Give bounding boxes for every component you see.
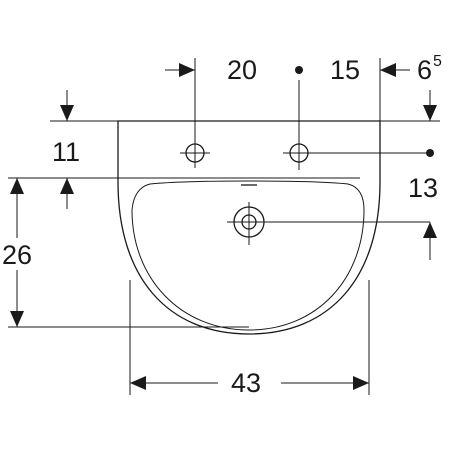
basin-outer-outline: [117, 120, 381, 335]
dim-label-26: 26: [2, 240, 32, 270]
dim-overall-width: 43: [130, 368, 369, 398]
dim-rim-to-drain: 13: [408, 90, 438, 260]
tap-hole-right: [283, 80, 430, 170]
basin-inner-bowl: [131, 180, 365, 331]
tap-hole-left: [180, 135, 210, 168]
drain-hole: [227, 202, 430, 245]
dim-label-13: 13: [408, 173, 438, 203]
dim-tap-spacing: 20: [165, 55, 257, 85]
dim-overflow-offset: 15: [295, 55, 360, 85]
dim-label-15: 15: [330, 55, 360, 85]
dim-label-20: 20: [227, 55, 257, 85]
dim-bowl-depth: 26: [0, 178, 42, 327]
dim-label-11: 11: [52, 137, 80, 167]
dim-rim-offset: 6 5: [380, 53, 442, 85]
dim-label-6-sup: 5: [433, 53, 442, 70]
dim-label-43: 43: [231, 368, 261, 398]
dim-label-6: 6: [417, 55, 432, 85]
dim-rim-to-taps: 11: [52, 90, 80, 209]
